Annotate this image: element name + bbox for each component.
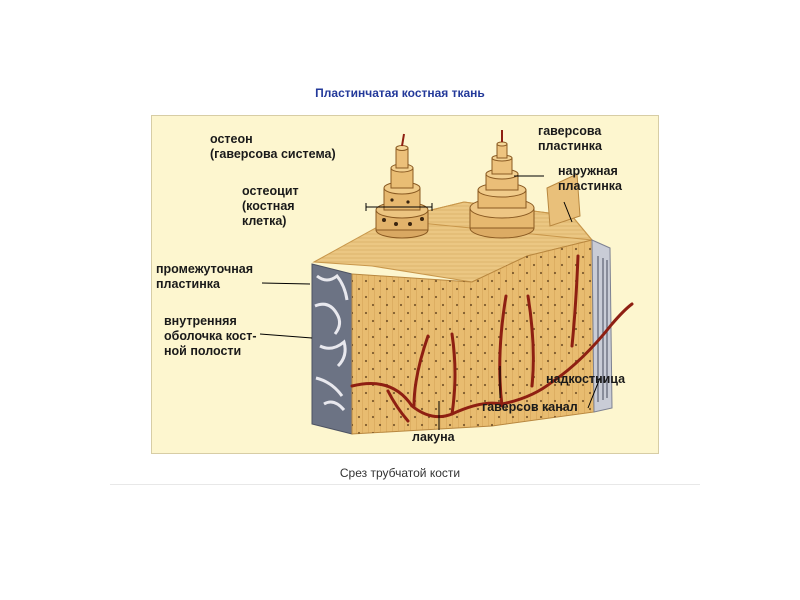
outer-lamella-wall xyxy=(546,173,581,227)
label-haversian-lamella: гаверсова пластинка xyxy=(538,124,602,153)
label-intermediate-lamella: промежуточная пластинка xyxy=(156,262,253,291)
label-periosteum: надкостница xyxy=(546,372,626,386)
osteon-column-left xyxy=(365,133,433,239)
label-haversian-canal: гаверсов канал xyxy=(482,400,578,414)
leader-lines xyxy=(259,175,601,430)
label-osteocyte: остеоцит (костная клетка) xyxy=(242,184,299,228)
caption-divider xyxy=(110,484,700,485)
diagram-frame: остеон (гаверсова система) остеоцит (кос… xyxy=(151,115,659,454)
label-lacuna: лакуна xyxy=(412,430,455,444)
label-outer-lamella: наружная пластинка xyxy=(558,164,622,193)
label-inner-membrane: внутренняя оболочка кост- ной полости xyxy=(164,314,257,358)
osteon-column-right xyxy=(469,130,535,239)
label-osteon: остеон (гаверсова система) xyxy=(210,132,336,161)
diagram-title: Пластинчатая костная ткань xyxy=(315,86,485,100)
bone-illustration xyxy=(259,130,634,435)
figure-caption: Срез трубчатой кости xyxy=(339,466,461,480)
blood-vessels xyxy=(350,254,634,423)
